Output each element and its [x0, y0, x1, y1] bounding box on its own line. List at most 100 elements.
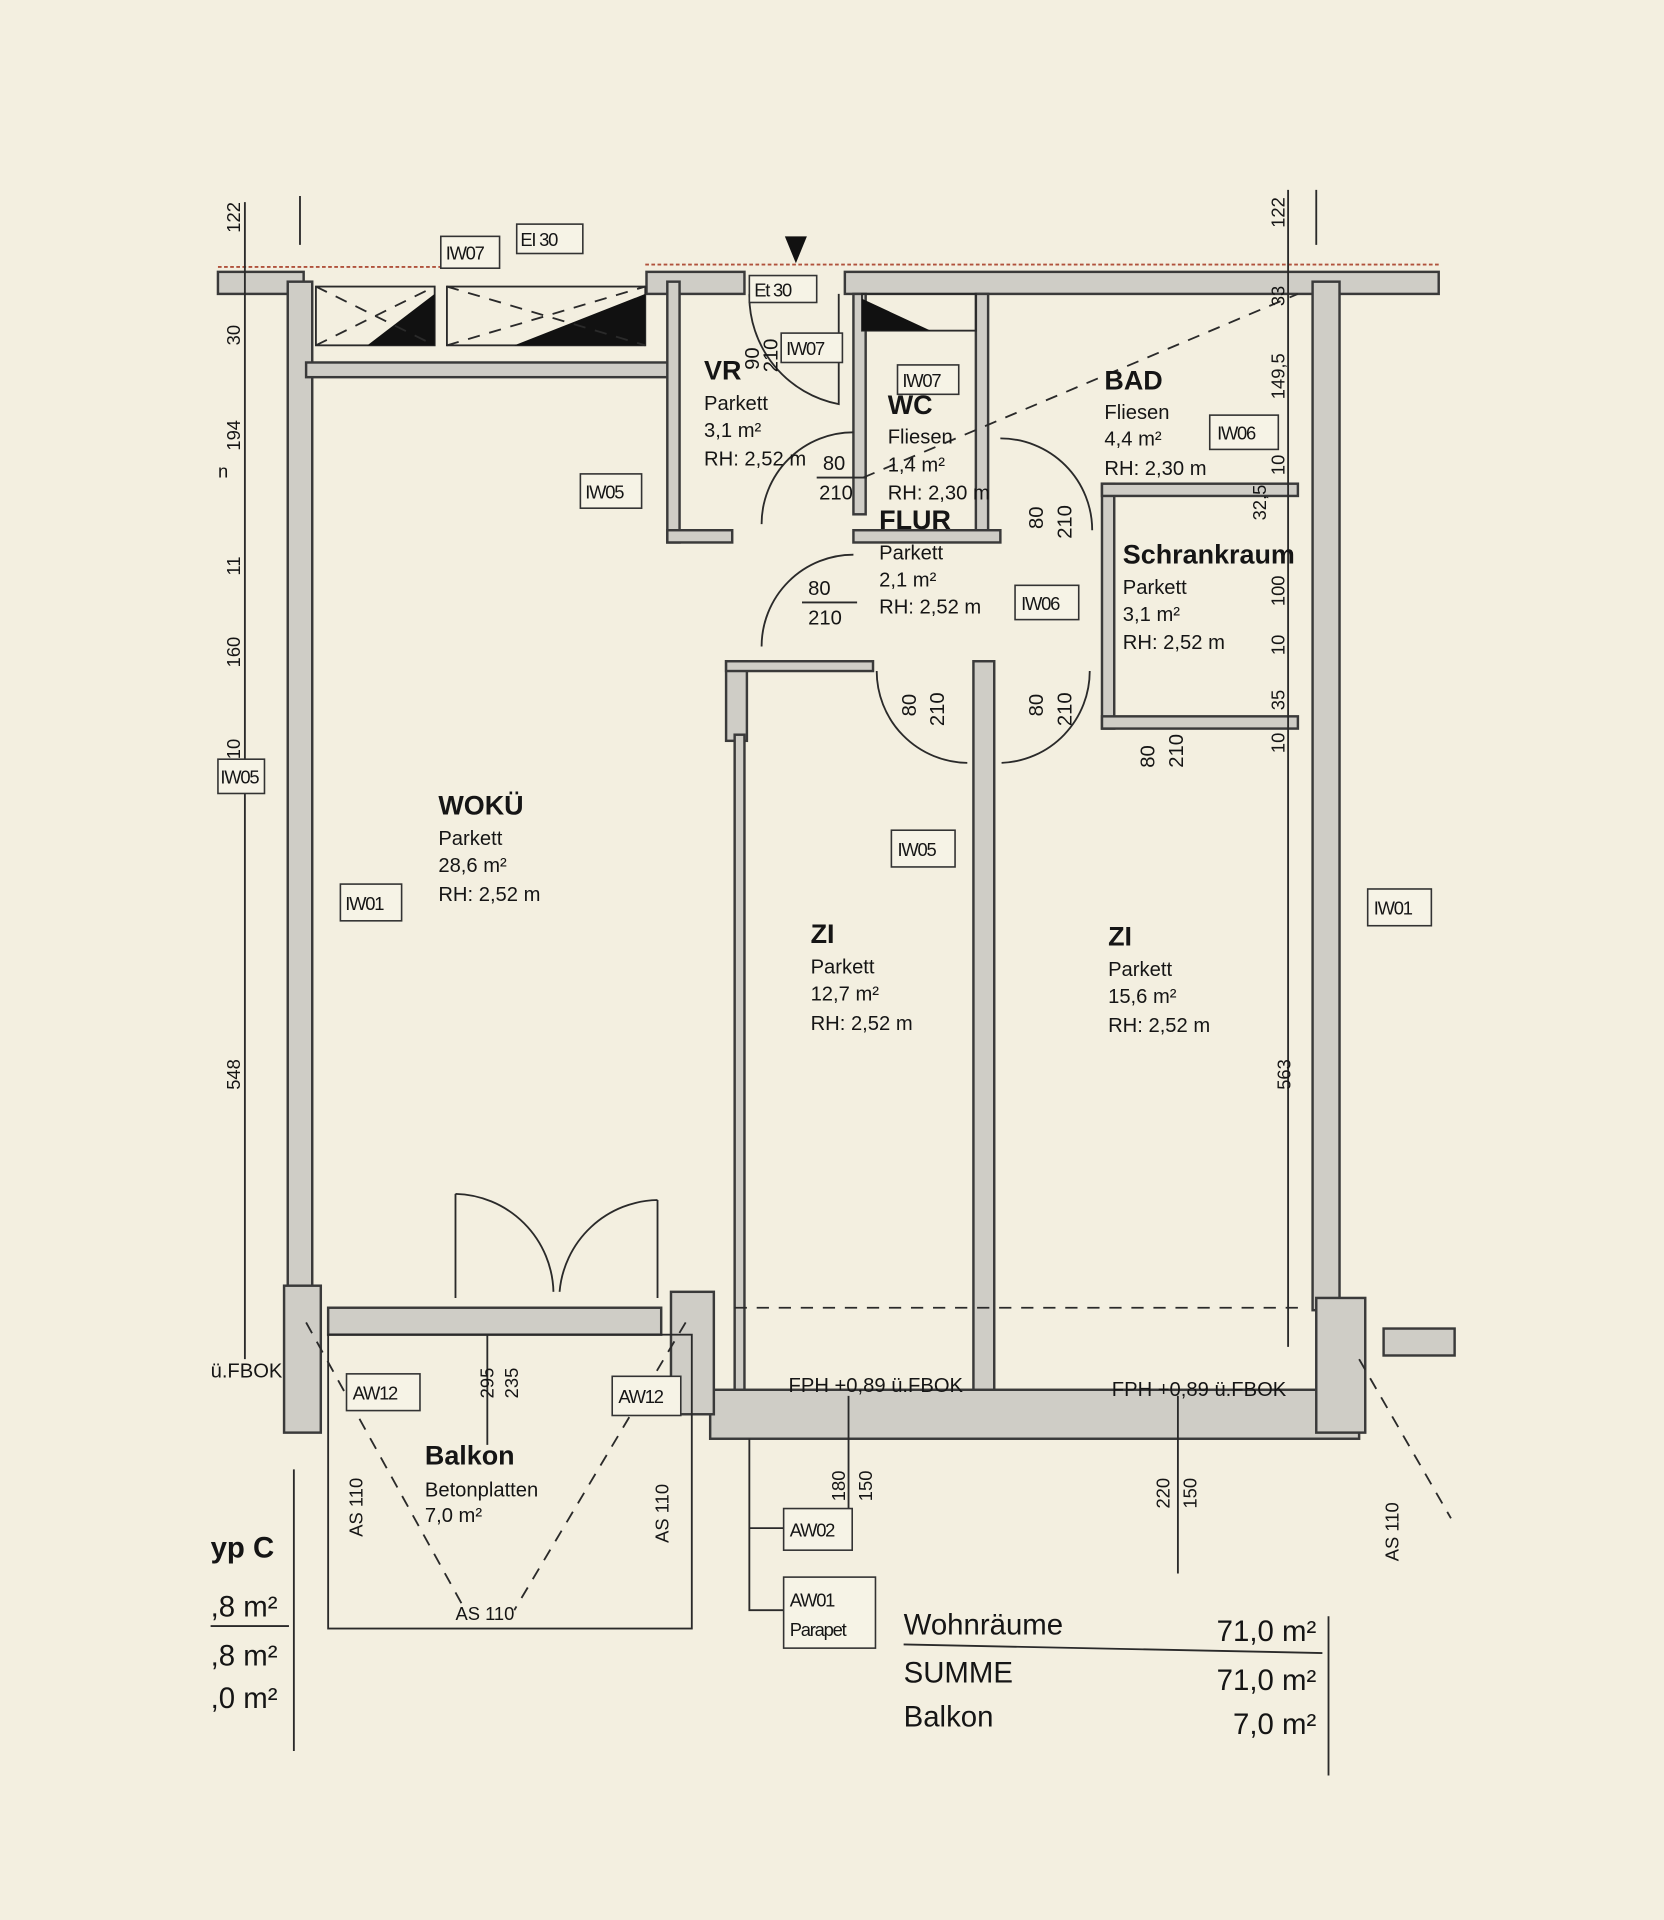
- svg-text:210: 210: [1054, 505, 1076, 539]
- svg-text:122: 122: [1267, 197, 1288, 228]
- svg-text:194: 194: [223, 420, 244, 451]
- svg-text:RH: 2,30 m: RH: 2,30 m: [888, 483, 990, 505]
- svg-text:Fliesen: Fliesen: [888, 426, 953, 448]
- svg-text:RH: 2,52 m: RH: 2,52 m: [438, 884, 540, 906]
- svg-text:28,6 m²: 28,6 m²: [438, 855, 507, 877]
- svg-text:Parapet: Parapet: [790, 1619, 847, 1640]
- svg-text:IW06: IW06: [1021, 593, 1060, 614]
- svg-text:35: 35: [1267, 690, 1288, 710]
- svg-text:210: 210: [1054, 692, 1076, 726]
- svg-text:11: 11: [223, 556, 244, 575]
- svg-text:Betonplatten: Betonplatten: [425, 1479, 538, 1501]
- svg-text:AW01: AW01: [790, 1589, 835, 1610]
- svg-text:80: 80: [808, 578, 830, 600]
- svg-text:150: 150: [855, 1471, 876, 1502]
- dimensions-right: 122 33 149,5 10 32,5 100 10 35 10 563: [1249, 197, 1294, 1090]
- svg-text:80: 80: [823, 453, 845, 475]
- svg-text:AW02: AW02: [790, 1520, 835, 1541]
- room-schrankraum: Schrankraum Parkett 3,1 m² RH: 2,52 m: [1123, 539, 1295, 654]
- svg-text:563: 563: [1274, 1059, 1295, 1090]
- svg-text:RH: 2,52 m: RH: 2,52 m: [879, 596, 981, 618]
- svg-text:Balkon: Balkon: [904, 1700, 994, 1733]
- svg-text:ü.FBOK: ü.FBOK: [211, 1361, 283, 1383]
- svg-text:1,4 m²: 1,4 m²: [888, 454, 945, 476]
- svg-text:IW07: IW07: [786, 338, 825, 359]
- svg-text:IW01: IW01: [1374, 898, 1413, 919]
- annotations: FPH +0,89 ü.FBOK FPH +0,89 ü.FBOK ü.FBOK…: [211, 1361, 1403, 1624]
- room-balkon: Balkon Betonplatten 7,0 m²: [425, 1440, 538, 1527]
- svg-text:IW01: IW01: [345, 893, 384, 914]
- svg-text:Parkett: Parkett: [879, 543, 943, 565]
- svg-text:FPH +0,89 ü.FBOK: FPH +0,89 ü.FBOK: [789, 1375, 964, 1397]
- room-wc: WC Fliesen 1,4 m² RH: 2,30 m: [888, 390, 990, 505]
- svg-text:30: 30: [223, 325, 244, 345]
- svg-text:WOKÜ: WOKÜ: [438, 790, 523, 820]
- svg-text:RH: 2,52 m: RH: 2,52 m: [811, 1013, 913, 1035]
- svg-text:AS 110: AS 110: [345, 1478, 366, 1537]
- svg-text:150: 150: [1179, 1478, 1200, 1509]
- svg-text:EI 30: EI 30: [520, 229, 558, 250]
- svg-text:,8 m²: ,8 m²: [211, 1590, 278, 1623]
- room-bad: BAD Fliesen 4,4 m² RH: 2,30 m: [1104, 365, 1206, 480]
- room-flur: FLUR Parkett 2,1 m² RH: 2,52 m: [879, 505, 981, 618]
- svg-text:ZI: ZI: [811, 919, 835, 949]
- svg-text:AW12: AW12: [618, 1386, 663, 1407]
- svg-text:Parkett: Parkett: [704, 393, 768, 415]
- svg-text:Parkett: Parkett: [1123, 577, 1187, 599]
- svg-text:SUMME: SUMME: [904, 1656, 1013, 1689]
- svg-text:IW06: IW06: [1217, 423, 1256, 444]
- svg-text:210: 210: [819, 483, 853, 505]
- svg-text:210: 210: [761, 339, 783, 373]
- svg-text:FLUR: FLUR: [879, 505, 951, 535]
- svg-text:7,0 m²: 7,0 m²: [1233, 1708, 1316, 1741]
- svg-text:,0 m²: ,0 m²: [211, 1682, 278, 1715]
- svg-text:15,6 m²: 15,6 m²: [1108, 986, 1177, 1008]
- svg-text:12,7 m²: 12,7 m²: [811, 983, 880, 1005]
- svg-text:220: 220: [1152, 1478, 1173, 1509]
- svg-text:Parkett: Parkett: [811, 956, 875, 978]
- svg-text:10: 10: [1267, 635, 1288, 655]
- svg-text:IW07: IW07: [902, 370, 941, 391]
- svg-text:IW05: IW05: [220, 767, 259, 788]
- svg-text:90: 90: [742, 347, 764, 369]
- svg-text:yp C: yp C: [211, 1532, 275, 1565]
- svg-text:Parkett: Parkett: [1108, 959, 1172, 981]
- wall-tags: IW07 IW07 IW07 IW05 IW06 IW06 IW05 IW01 …: [217, 223, 1433, 1649]
- svg-text:n: n: [218, 461, 228, 482]
- svg-text:149,5: 149,5: [1267, 353, 1288, 399]
- side-legend: yp C ,8 m² ,8 m² ,0 m²: [210, 1532, 289, 1715]
- svg-text:295: 295: [476, 1368, 497, 1399]
- svg-text:Et 30: Et 30: [754, 279, 792, 300]
- property-line: [217, 263, 1439, 268]
- svg-text:2,1 m²: 2,1 m²: [879, 570, 936, 592]
- svg-text:Balkon: Balkon: [425, 1440, 515, 1470]
- svg-text:235: 235: [501, 1368, 522, 1399]
- entrance-arrow-icon: [784, 236, 807, 264]
- svg-text:IW05: IW05: [585, 481, 624, 502]
- svg-text:Wohnräume: Wohnräume: [904, 1609, 1063, 1642]
- shafts: [314, 285, 977, 347]
- svg-text:VR: VR: [704, 356, 741, 386]
- svg-text:160: 160: [223, 637, 244, 668]
- svg-text:100: 100: [1267, 575, 1288, 606]
- svg-text:210: 210: [1166, 734, 1188, 768]
- svg-text:122: 122: [223, 202, 244, 233]
- dimensions-left: 122 30 194 11 160 10 548 n: [218, 202, 244, 1090]
- svg-text:80: 80: [1026, 694, 1048, 716]
- room-zi-2: ZI Parkett 15,6 m² RH: 2,52 m: [1108, 921, 1210, 1037]
- svg-text:RH: 2,52 m: RH: 2,52 m: [704, 448, 806, 470]
- svg-text:RH: 2,52 m: RH: 2,52 m: [1123, 632, 1225, 654]
- svg-text:32,5: 32,5: [1249, 485, 1270, 521]
- svg-text:10: 10: [223, 739, 244, 759]
- svg-text:3,1 m²: 3,1 m²: [1123, 604, 1180, 626]
- svg-text:3,1 m²: 3,1 m²: [704, 420, 761, 442]
- balcony-outline: [327, 1333, 693, 1630]
- area-summary: Wohnräume 71,0 m² SUMME 71,0 m² Balkon 7…: [903, 1609, 1323, 1741]
- svg-text:AS 110: AS 110: [1381, 1502, 1402, 1561]
- svg-text:71,0 m²: 71,0 m²: [1217, 1615, 1317, 1648]
- dimensions-bottom: 295 235 180 150 220 150: [476, 1368, 1200, 1509]
- svg-text:80: 80: [1026, 507, 1048, 529]
- svg-text:FPH +0,89 ü.FBOK: FPH +0,89 ü.FBOK: [1112, 1379, 1287, 1401]
- svg-text:AS 110: AS 110: [652, 1484, 673, 1543]
